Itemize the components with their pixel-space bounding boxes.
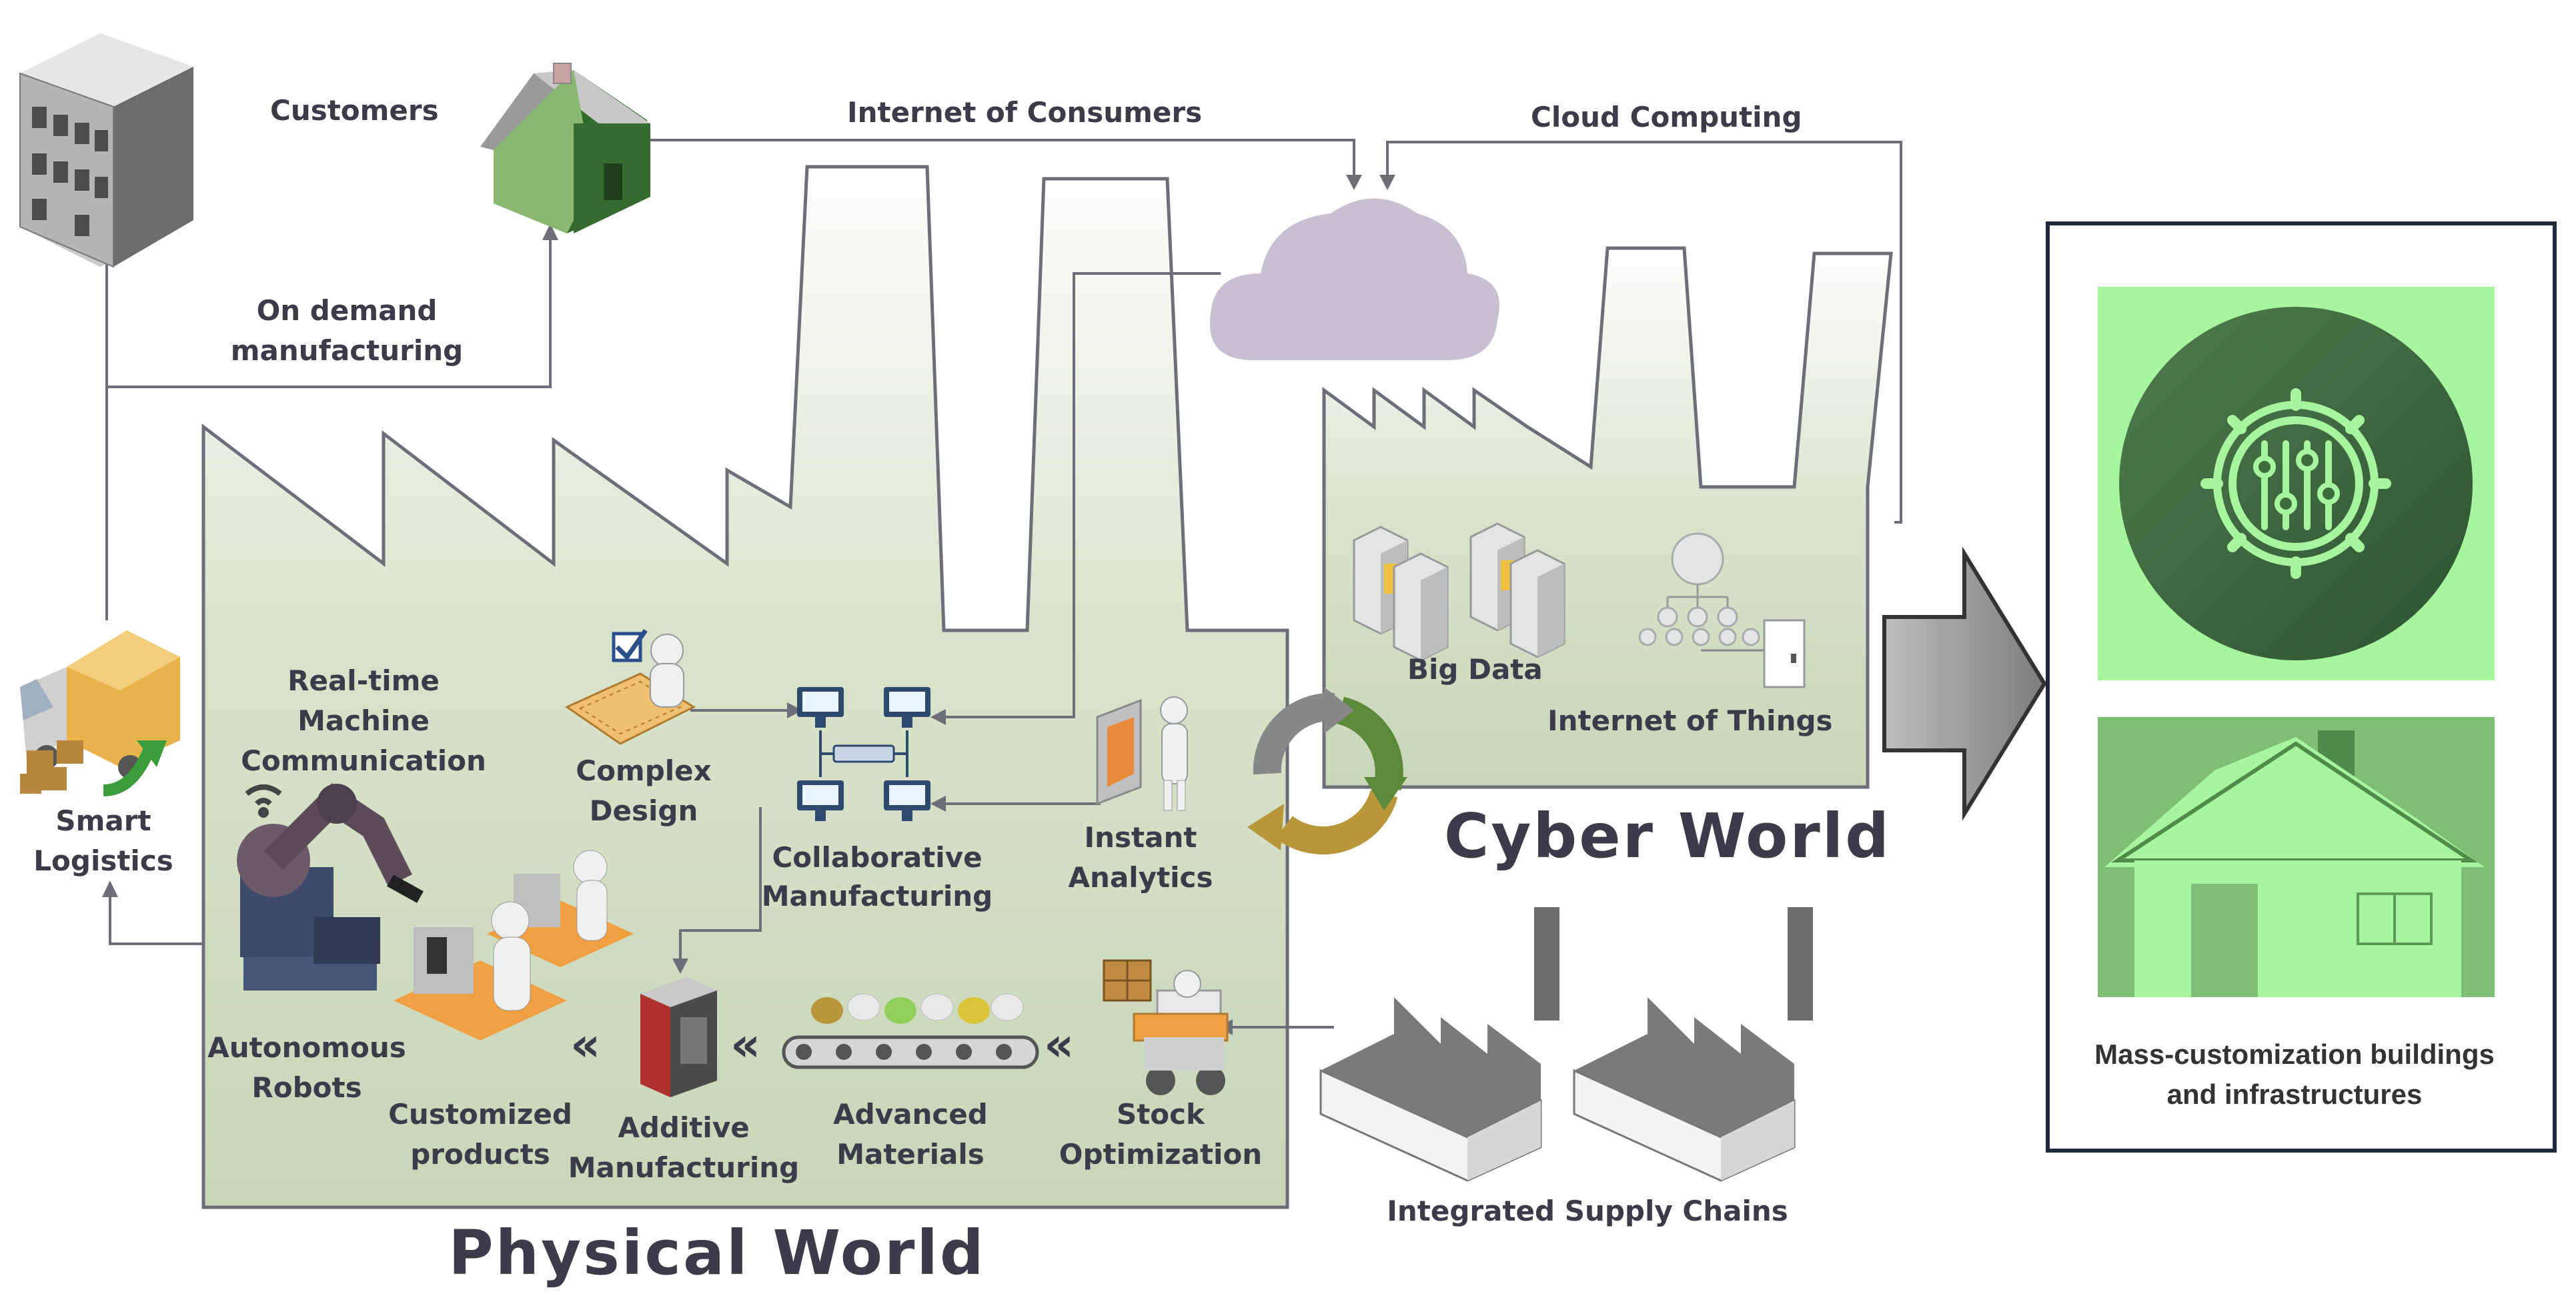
label-integrated-supply: Integrated Supply Chains (1387, 1195, 1788, 1227)
label-realtime-1: Real-time (287, 664, 440, 697)
cycle-arrows-icon (1247, 687, 1407, 854)
house-icon (2104, 730, 2485, 997)
panel-caption-line-2: and infrastructures (2167, 1079, 2423, 1110)
svg-text:«: « (570, 1017, 600, 1072)
big-data-servers-icon (1353, 522, 1565, 662)
customized-products-icon (394, 850, 634, 1041)
delivery-truck-icon (20, 630, 180, 796)
label-advanced-materials-2: Materials (836, 1138, 985, 1171)
stock-forklift-icon (1103, 959, 1229, 1095)
label-complex-design-1: Complex (576, 754, 711, 787)
label-customers: Customers (270, 94, 439, 127)
iot-network-icon (1638, 532, 1806, 688)
label-on-demand-1: On demand (257, 294, 438, 327)
label-instant-analytics-2: Analytics (1069, 861, 1213, 894)
label-iot: Internet of Things (1547, 704, 1833, 737)
label-physical-world: Physical World (448, 1217, 986, 1289)
diagram-labels: Customers Internet of Consumers Cloud Co… (33, 94, 1891, 1289)
physical-world-factory (201, 165, 1289, 1209)
settings-gear-icon (2200, 388, 2391, 579)
label-customized-products-2: products (410, 1138, 550, 1171)
label-on-demand-2: manufacturing (231, 334, 463, 367)
label-smart-logistics-1: Smart (55, 804, 151, 837)
robot-arm-icon (237, 783, 424, 991)
svg-text:«: « (1044, 1017, 1074, 1072)
mass-customization-panel: Mass-customization buildings and infrast… (2046, 221, 2557, 1153)
label-autonomous-robots-1: Autonomous (207, 1031, 406, 1064)
label-instant-analytics-1: Instant (1085, 821, 1197, 854)
label-customized-products-1: Customized (388, 1098, 572, 1131)
collaborative-network-icon (797, 687, 930, 821)
label-realtime-3: Communication (241, 744, 486, 777)
transition-arrow-icon (1882, 546, 2047, 821)
label-autonomous-robots-2: Robots (251, 1071, 362, 1104)
label-advanced-materials-1: Advanced (833, 1098, 988, 1131)
label-big-data: Big Data (1407, 653, 1543, 686)
panel-caption-line-1: Mass-customization buildings (2094, 1039, 2495, 1070)
cyber-world-factory (1322, 246, 1893, 789)
additive-manufacturing-icon (640, 977, 717, 1097)
office-building-icon (19, 33, 193, 268)
complex-design-icon (564, 628, 696, 745)
instant-analytics-icon (1096, 696, 1188, 811)
svg-text:«: « (730, 1017, 760, 1072)
label-additive-2: Manufacturing (568, 1151, 800, 1184)
flow-chevrons: « « « (570, 1017, 1074, 1072)
advanced-materials-icon (782, 993, 1039, 1069)
label-additive-1: Additive (618, 1111, 749, 1144)
label-stock-optimization-1: Stock (1117, 1098, 1205, 1131)
customer-house-icon (480, 63, 650, 233)
supply-chain-factory-icon (1319, 907, 1813, 1182)
label-smart-logistics-2: Logistics (33, 844, 173, 877)
label-realtime-2: Machine (297, 704, 430, 737)
label-cyber-world: Cyber World (1444, 800, 1891, 872)
label-collaborative-2: Manufacturing (762, 880, 993, 912)
label-cloud-computing: Cloud Computing (1531, 101, 1802, 133)
label-collaborative-1: Collaborative (772, 841, 982, 874)
label-stock-optimization-2: Optimization (1059, 1138, 1262, 1171)
cloud-icon (1209, 198, 1499, 360)
label-internet-of-consumers: Internet of Consumers (847, 96, 1202, 129)
label-complex-design-2: Design (590, 794, 698, 827)
